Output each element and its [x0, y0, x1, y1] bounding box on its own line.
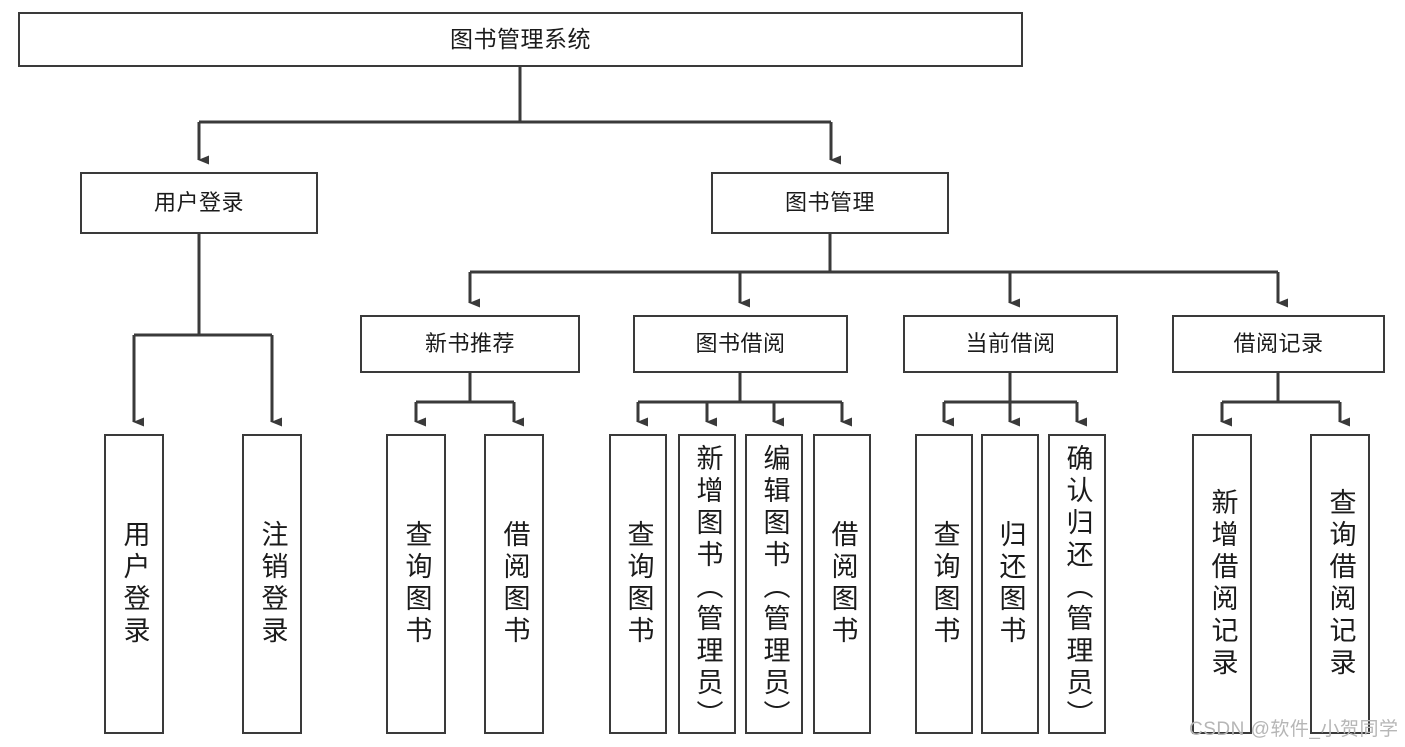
node-leaf-logout[interactable]: 注销登录 — [242, 434, 302, 734]
node-label: 图书管理 — [784, 190, 875, 216]
node-label: 当前借阅 — [965, 331, 1056, 357]
node-leaf-add-book-admin[interactable]: 新增图书（管理员） — [678, 434, 736, 734]
node-leaf-query-books-borrowing[interactable]: 查询图书 — [609, 434, 667, 734]
node-label: 查询图书 — [929, 520, 960, 648]
node-user-login[interactable]: 用户登录 — [80, 172, 318, 234]
node-label: 编辑图书（管理员） — [759, 444, 790, 732]
csdn-watermark: CSDN @软件_小贺同学 — [1189, 719, 1399, 740]
node-label: 查询图书 — [401, 520, 432, 648]
node-label: 图书管理系统 — [450, 25, 591, 52]
node-label: 用户登录 — [119, 520, 150, 648]
node-leaf-confirm-return-admin[interactable]: 确认归还（管理员） — [1048, 434, 1106, 734]
node-book-borrowing[interactable]: 图书借阅 — [633, 315, 848, 373]
node-label: 新增图书（管理员） — [692, 444, 723, 732]
node-leaf-user-login[interactable]: 用户登录 — [104, 434, 164, 734]
node-leaf-query-borrowing-record[interactable]: 查询借阅记录 — [1310, 434, 1370, 734]
node-current-borrowing[interactable]: 当前借阅 — [903, 315, 1118, 373]
node-label: 新书推荐 — [424, 331, 515, 357]
node-label: 查询借阅记录 — [1325, 488, 1356, 680]
node-leaf-edit-book-admin[interactable]: 编辑图书（管理员） — [745, 434, 803, 734]
node-label: 新增借阅记录 — [1207, 488, 1238, 680]
node-label: 注销登录 — [257, 520, 288, 648]
node-book-management[interactable]: 图书管理 — [711, 172, 949, 234]
node-label: 确认归还（管理员） — [1062, 444, 1093, 732]
node-label: 查询图书 — [623, 520, 654, 648]
node-leaf-add-borrowing-record[interactable]: 新增借阅记录 — [1192, 434, 1252, 734]
node-borrowing-records[interactable]: 借阅记录 — [1172, 315, 1385, 373]
node-new-book-recommendation[interactable]: 新书推荐 — [360, 315, 580, 373]
node-label: 归还图书 — [995, 520, 1026, 648]
node-leaf-query-books-recommendation[interactable]: 查询图书 — [386, 434, 446, 734]
node-label: 用户登录 — [153, 190, 244, 216]
node-label: 借阅图书 — [499, 520, 530, 648]
node-root-system[interactable]: 图书管理系统 — [18, 12, 1023, 67]
node-leaf-query-books-current[interactable]: 查询图书 — [915, 434, 973, 734]
node-label: 借阅记录 — [1233, 331, 1324, 357]
node-label: 图书借阅 — [695, 331, 786, 357]
node-label: 借阅图书 — [827, 520, 858, 648]
node-leaf-return-books[interactable]: 归还图书 — [981, 434, 1039, 734]
node-leaf-borrow-books[interactable]: 借阅图书 — [813, 434, 871, 734]
node-leaf-borrow-books-recommendation[interactable]: 借阅图书 — [484, 434, 544, 734]
